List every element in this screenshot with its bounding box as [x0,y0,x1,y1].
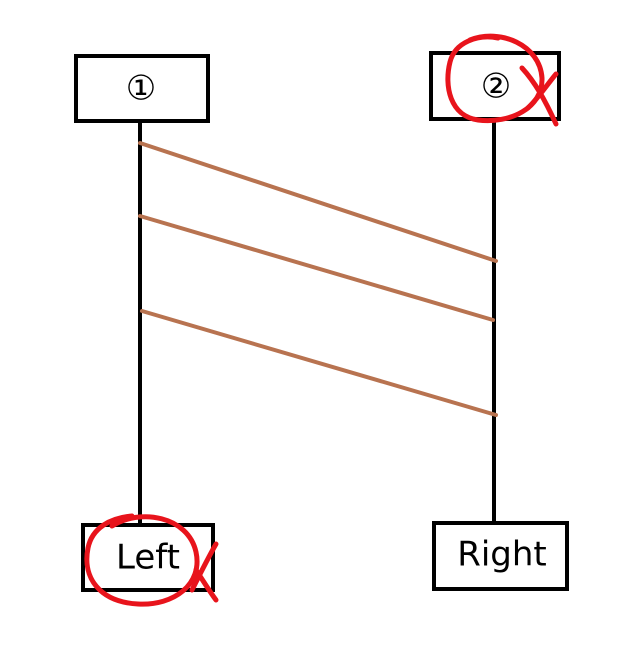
node-bottom-left-label: Left [116,538,180,578]
node-top-left-label: ① [126,69,156,109]
node-bottom-right-label: Right [457,535,547,575]
connection-lines [138,141,498,417]
cross-out-mark-bottom-left [84,513,219,607]
x-scribble-top-right [519,65,559,127]
x-scribble-bottom-left [189,541,219,603]
connection-line [138,141,498,263]
connection-line [138,214,495,322]
cross-out-mark-top-right [445,33,559,127]
node-top-right-label: ② [481,67,511,107]
node-bottom-right-box [432,521,569,591]
connection-line [140,309,498,417]
node-bottom-right: Right [432,521,569,591]
circle-scribble-top-right [445,33,545,124]
circle-scribble-bottom-left [84,513,200,607]
node-top-left-box [74,54,210,123]
node-top-left: ① [74,54,210,123]
